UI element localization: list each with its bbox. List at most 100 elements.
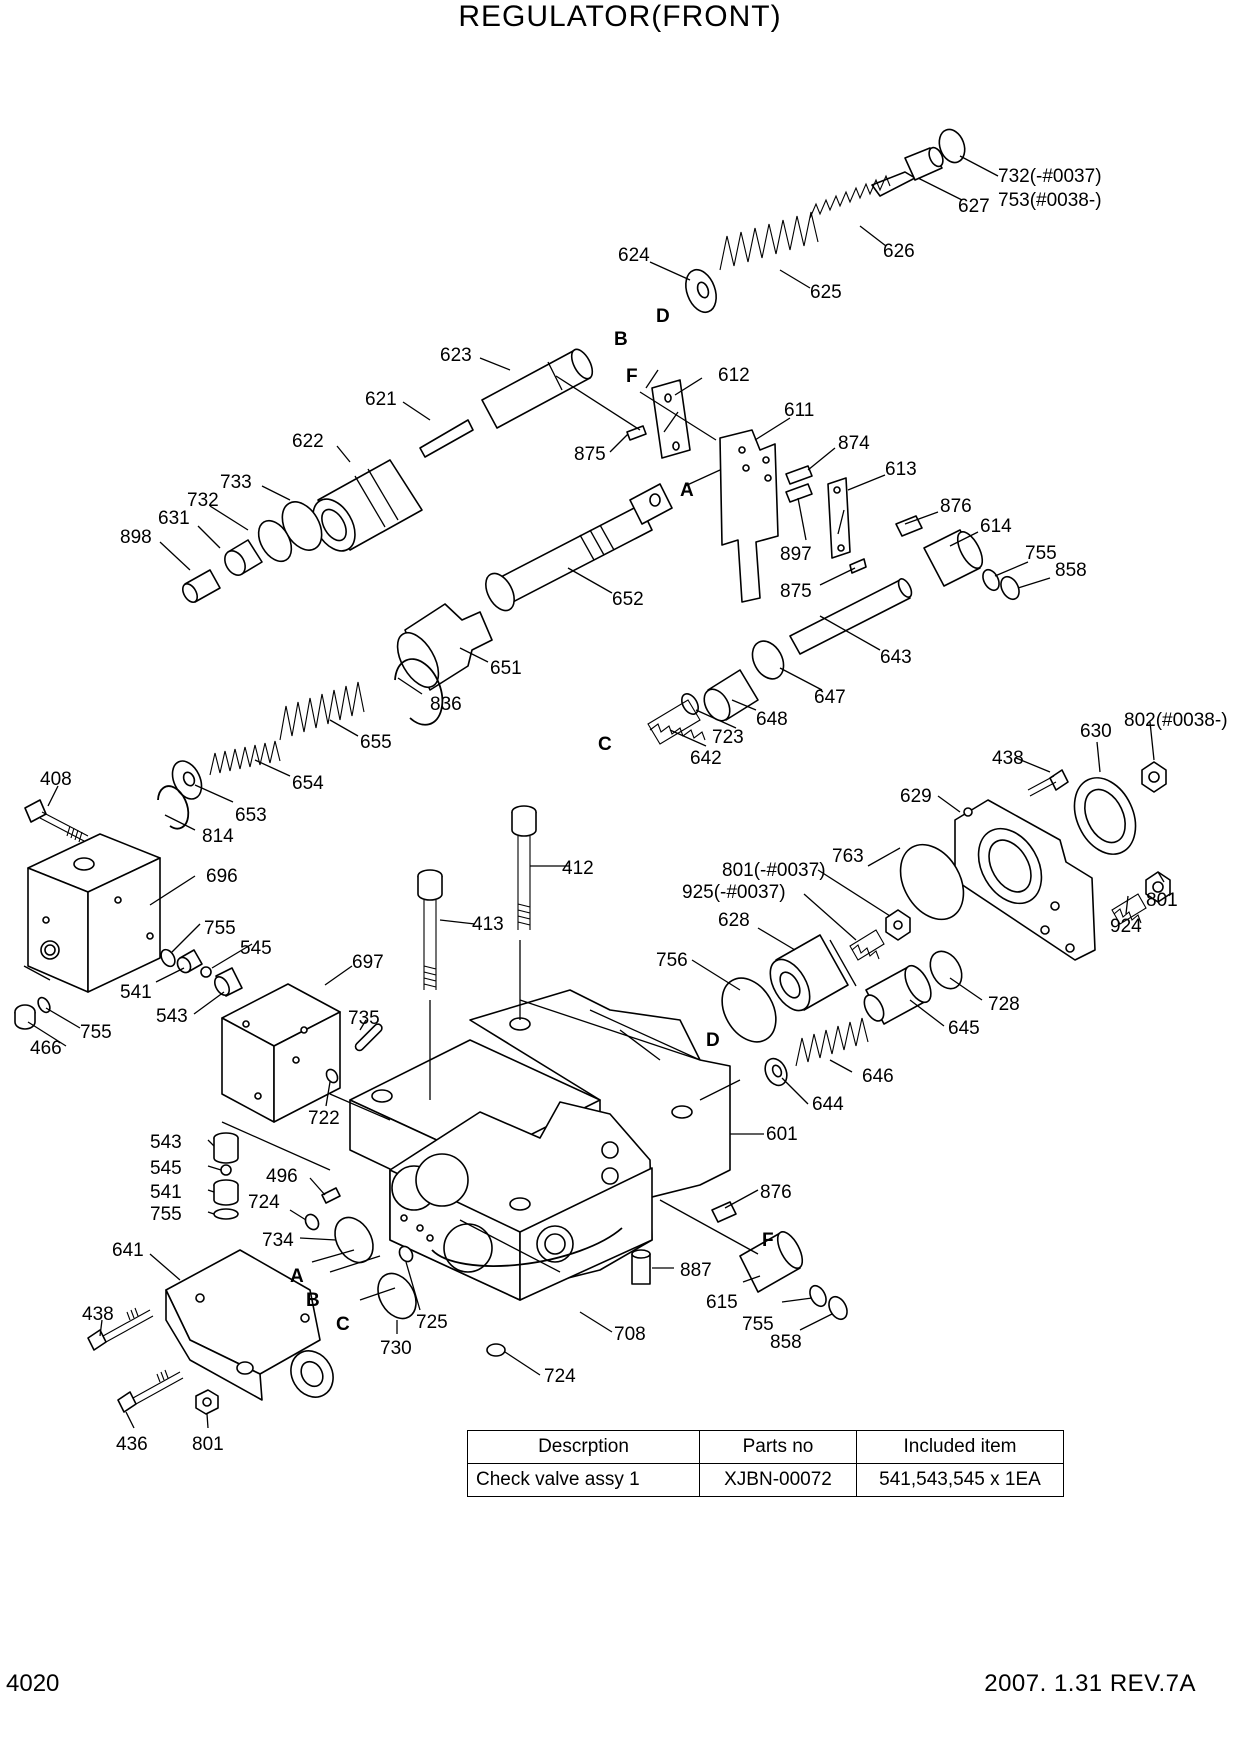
callout: 545 [150,1158,182,1179]
callout: 801 [1146,890,1178,911]
revision-date: 2007. 1.31 REV.7A [984,1670,1196,1697]
part-875-pin-b [849,558,867,574]
callout: 753(#0038-) [998,190,1102,211]
callout: 408 [40,769,72,790]
callout: 623 [440,345,472,366]
part-621-rod [419,419,474,458]
callout: 614 [980,516,1012,537]
part-653-seat [171,760,203,800]
callout: 613 [885,459,917,480]
part-466-plug [14,1004,36,1030]
part-876-pin-b [711,1201,737,1223]
callout: 875 [574,444,606,465]
part-814-snapring [157,785,190,830]
callout: 543 [150,1132,182,1153]
ref-letter-b-2: B [306,1290,320,1311]
callout: 723 [712,727,744,748]
part-763-oring [899,843,965,921]
part-924-stud [1111,893,1147,925]
callout: 646 [862,1066,894,1087]
callout: 625 [810,282,842,303]
part-629-housing [954,799,1096,961]
part-541-seat-b [213,1179,239,1206]
callout: 836 [430,694,462,715]
callout: 615 [706,1292,738,1313]
part-413-bolt [417,869,443,990]
leader-lines [23,155,1165,1429]
part-732-oring-b [257,519,293,563]
table-header: Descrption [467,1430,700,1464]
part-755-ring-d [809,1284,827,1308]
callout: 628 [718,910,750,931]
callout: 652 [612,589,644,610]
callout: 756 [656,950,688,971]
part-876-pin [895,515,923,537]
part-836-snapring [394,658,444,726]
callout: 611 [784,400,814,421]
callout: 543 [156,1006,188,1027]
part-628-plug [769,934,857,1012]
callout: 629 [900,786,932,807]
part-543-plug-b [213,1132,239,1164]
part-728-oring [929,950,963,990]
part-801-nut [195,1389,219,1415]
part-626-spring [809,174,891,219]
callout: 601 [766,1124,798,1145]
part-696-cover [27,833,161,993]
part-644-seat [764,1057,788,1087]
callout: 697 [352,952,384,973]
callout: 436 [116,1434,148,1455]
callout: 438 [992,748,1024,769]
callout: 724 [544,1366,576,1387]
callout: 814 [202,826,234,847]
callout: 728 [988,994,1020,1015]
part-646-spring [795,1017,869,1067]
part-645-plug [863,964,932,1025]
part-614-piston [923,529,984,587]
part-647-ring [751,640,785,680]
part-408-bolt [24,799,89,843]
part-625-spring [719,211,819,271]
callout: 755 [204,918,236,939]
part-801-nut-c [885,909,911,941]
part-496-pin [321,1187,341,1204]
part-655-spring [279,681,365,741]
part-412-bolt [511,805,537,930]
part-651-piston [396,603,493,691]
callout: 644 [812,1094,844,1115]
ref-letter-d-2: D [706,1030,720,1051]
callout: 612 [718,365,750,386]
part-756-oring [721,977,777,1043]
callout: 545 [240,938,272,959]
ref-letter-c: C [598,734,612,755]
callout: 725 [416,1312,448,1333]
table-cell: 541,543,545 x 1EA [856,1463,1064,1497]
ref-letter-d: D [656,306,670,327]
part-697-cover [221,983,341,1123]
part-652-spool [485,483,673,612]
part-624-seat [685,268,717,314]
callout: 898 [120,527,152,548]
part-874-pin [785,465,813,485]
part-541-seat [176,949,203,974]
table-cell: XJBN-00072 [699,1463,857,1497]
part-648-collar [703,669,759,722]
part-755-ring-b [37,996,51,1014]
callout: 627 [958,196,990,217]
reference-letters: B D F A C D A B C F [290,306,774,1335]
ref-letter-b: B [614,329,628,350]
callout: 648 [756,709,788,730]
callout: 732 [187,490,219,511]
callout: 722 [308,1108,340,1129]
callout: 733 [220,472,252,493]
callout: 755 [80,1022,112,1043]
part-613-plate [827,477,851,559]
callout: 631 [158,508,190,529]
part-730-oring [377,1272,417,1320]
part-623-pin [481,348,594,429]
part-438-bolt [87,1307,154,1351]
callout: 730 [380,1338,412,1359]
part-735-oring [354,1023,383,1052]
callout: 755 [150,1204,182,1225]
